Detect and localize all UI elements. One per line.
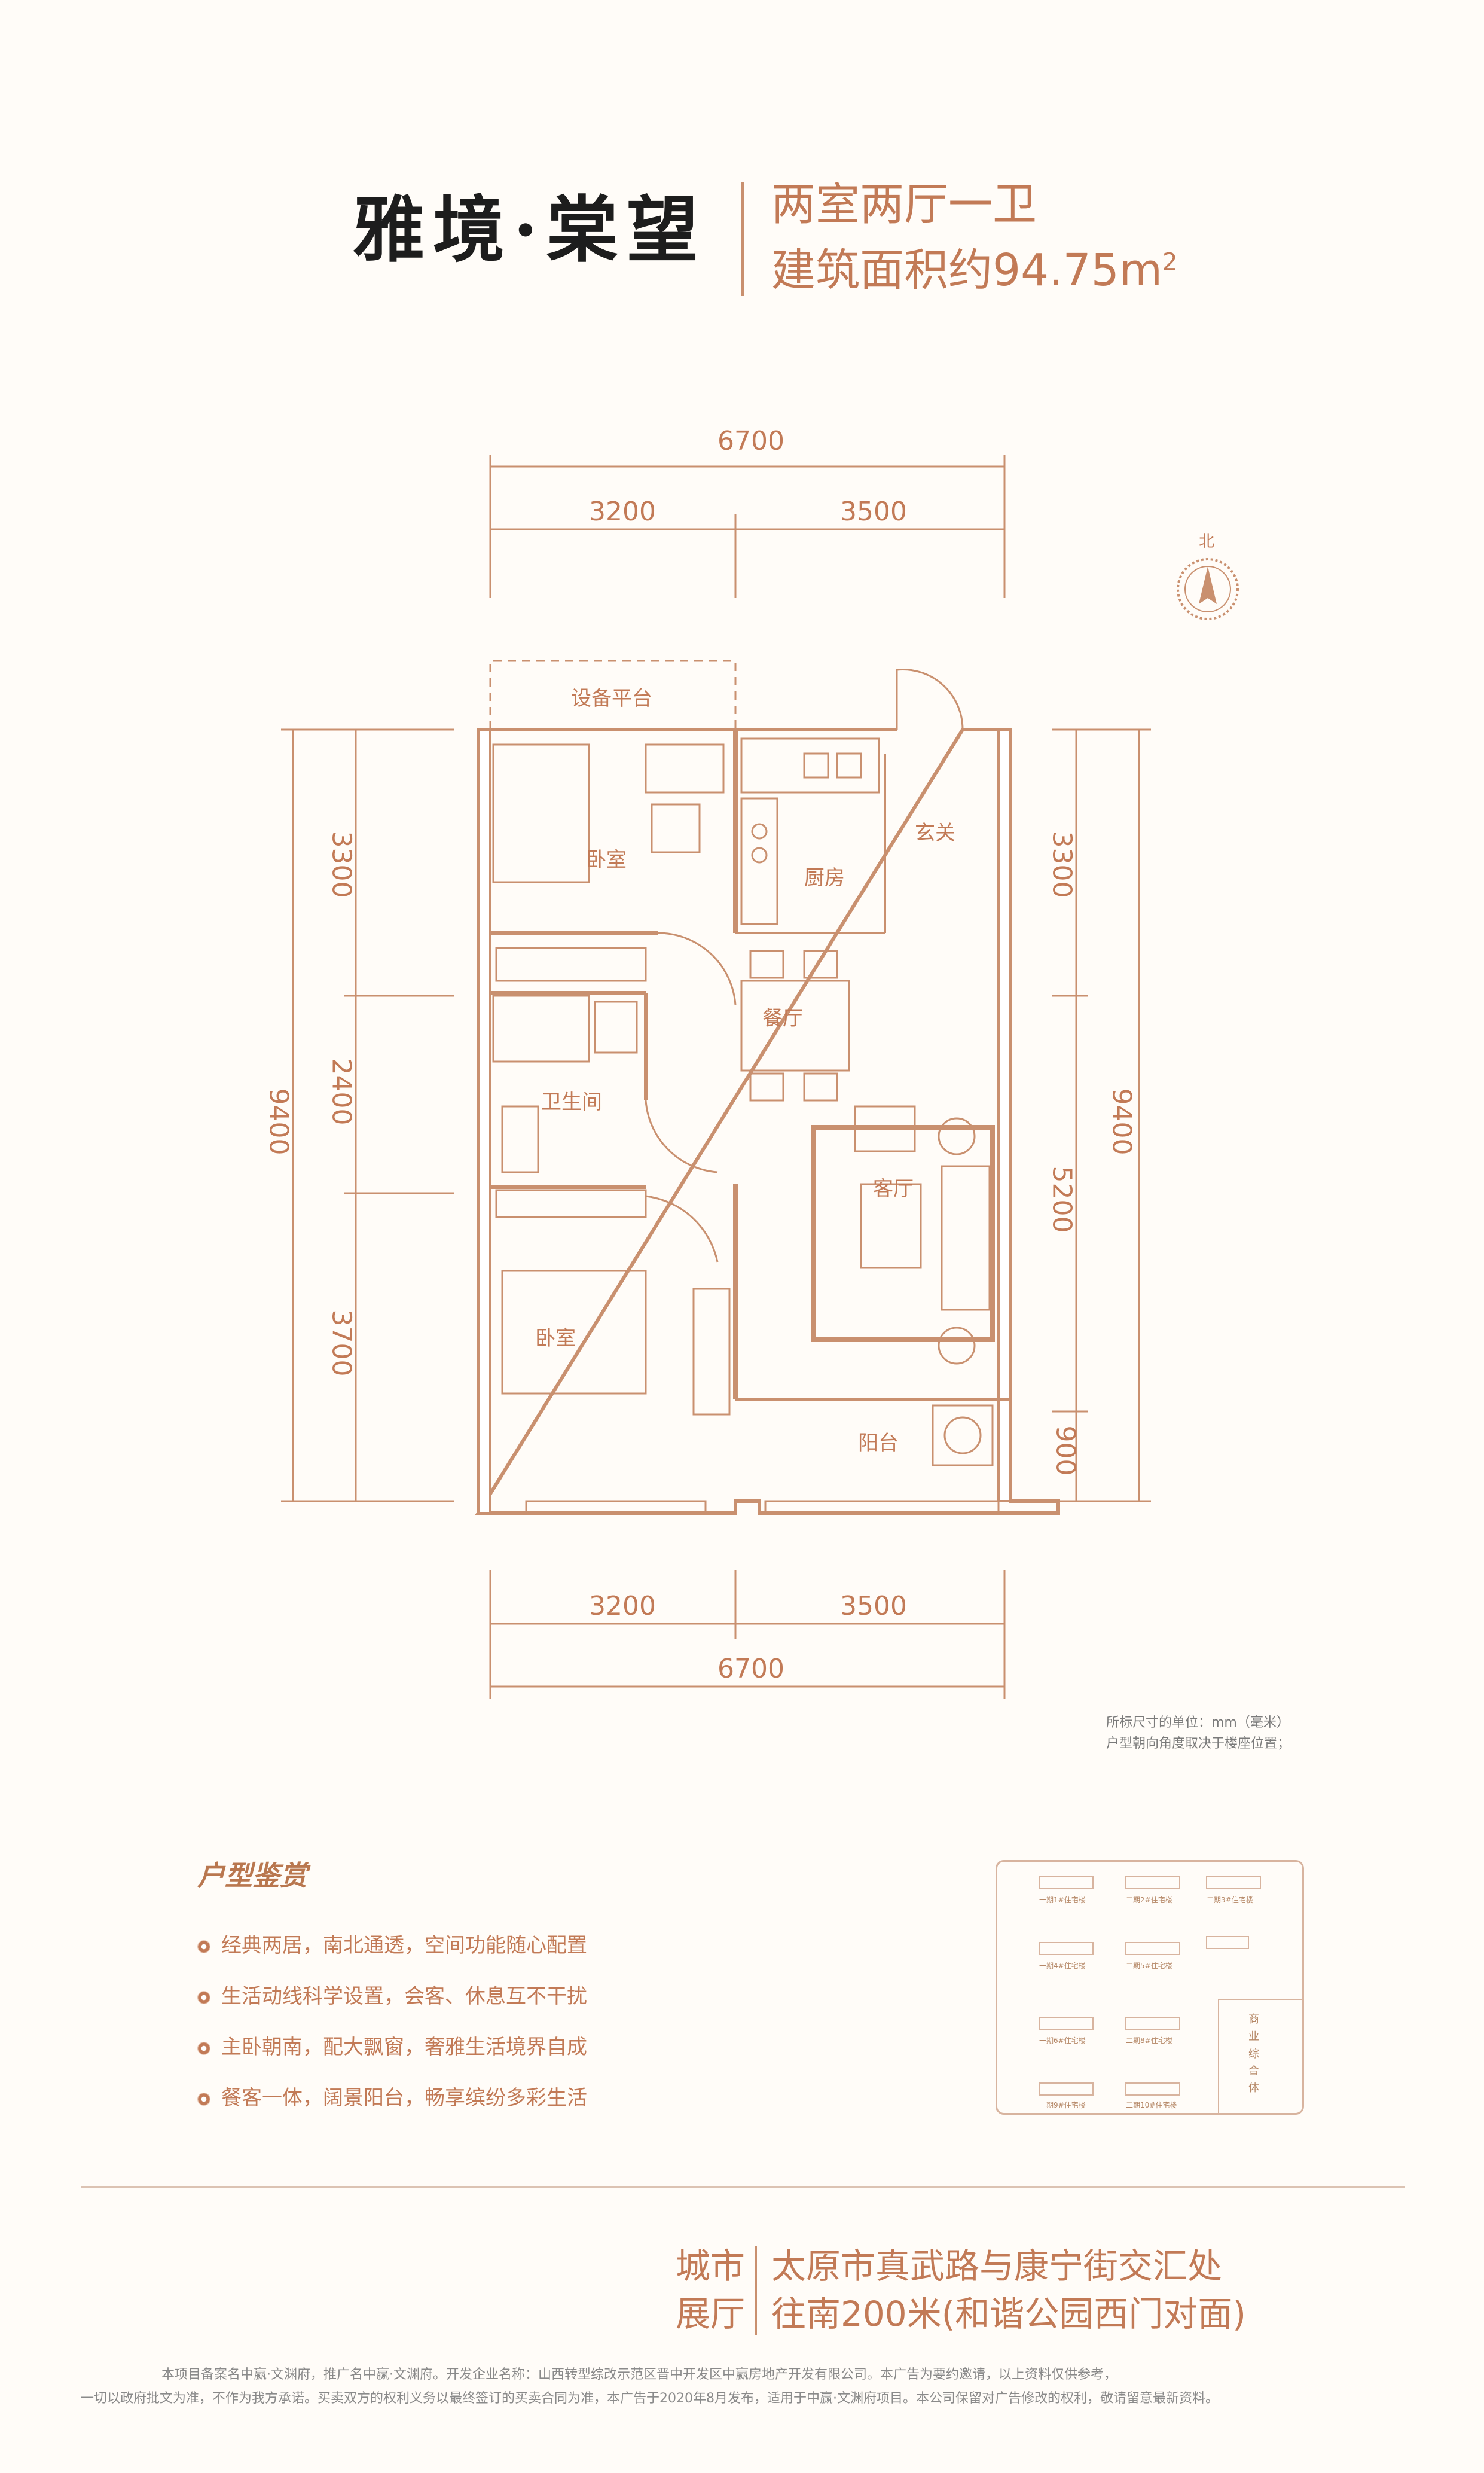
- kp-commercial-label: 商业综合体: [1248, 2013, 1259, 2095]
- feature-item: 经典两居，南北通透，空间功能随心配置: [197, 1929, 587, 1958]
- kp-building-label: 二期10#住宅楼: [1126, 2101, 1177, 2109]
- dim-top-left: 3200: [589, 496, 656, 527]
- kp-building-label: 一期6#住宅楼: [1039, 2036, 1086, 2045]
- exhibit-divider: [755, 2246, 757, 2335]
- dim-right-seg1: 3300: [1046, 831, 1077, 898]
- room-living: 客厅: [873, 1177, 914, 1201]
- room-equipment-platform: 设备平台: [571, 687, 652, 711]
- kp-building-label: 一期1#住宅楼: [1039, 1896, 1086, 1904]
- bed-south: [501, 1270, 647, 1395]
- dim-bottom-left: 3200: [589, 1591, 656, 1621]
- dim-top-total: 6700: [717, 426, 784, 456]
- title-divider: [741, 182, 744, 296]
- room-balcony: 阳台: [858, 1431, 899, 1455]
- bullet-icon: [197, 2092, 210, 2106]
- bottom-divider: [81, 2186, 1405, 2188]
- disclaimer-line-2: 一切以政府批文为准，不作为我方承诺。买卖双方的权利义务以最终签订的买卖合同为准，…: [81, 2391, 1219, 2406]
- room-kitchen: 厨房: [804, 866, 845, 890]
- outer-wall: [475, 728, 1060, 1515]
- logo-text: 雅境·棠望: [353, 188, 707, 272]
- exhibit-label-1: 城市: [676, 2246, 746, 2286]
- door-bathroom: [645, 1100, 718, 1173]
- door-bedroom-s: [645, 1195, 719, 1263]
- kp-building-label: 二期2#住宅楼: [1126, 1896, 1172, 1904]
- room-bathroom: 卫生间: [541, 1090, 602, 1114]
- dim-left-total: 9400: [263, 1088, 294, 1155]
- dim-bottom-right: 3500: [840, 1591, 907, 1621]
- room-bedroom-north: 卧室: [586, 848, 627, 872]
- living-carpet: [811, 1125, 995, 1342]
- dim-bottom-total: 6700: [717, 1654, 784, 1684]
- key-plan-buildings: [1039, 1876, 1302, 2113]
- door-bedroom-n: [657, 932, 737, 1005]
- kp-building-label: 二期8#住宅楼: [1126, 2036, 1172, 2045]
- dining-table: [740, 980, 850, 1072]
- dim-right-total: 9400: [1106, 1088, 1137, 1155]
- floor-plan: [281, 455, 1239, 1699]
- room-bedroom-south: 卧室: [535, 1327, 576, 1350]
- area-unit-sup: 2: [1162, 248, 1178, 276]
- room-dining: 餐厅: [762, 1007, 803, 1030]
- dim-left-seg2: 2400: [326, 1058, 357, 1126]
- site-key-plan: 一期1#住宅楼 二期2#住宅楼 二期3#住宅楼 一期4#住宅楼 二期5#住宅楼 …: [996, 1860, 1304, 2115]
- exhibit-address-2: 往南200米(和谐公园西门对面): [771, 2294, 1246, 2334]
- project-logo: 雅境·棠望: [353, 194, 707, 266]
- unit-note: 所标尺寸的单位：mm（毫米）: [1106, 1715, 1290, 1730]
- layout-type: 两室两厅一卫: [771, 179, 1037, 230]
- dim-left-seg3: 3700: [326, 1309, 357, 1377]
- compass-label: 北: [1199, 533, 1215, 551]
- bullet-icon: [197, 1990, 210, 2004]
- kp-building-label: 一期9#住宅楼: [1039, 2101, 1086, 2109]
- equipment-platform-outline: [489, 660, 737, 730]
- compass-icon: [1177, 558, 1239, 620]
- features-title: 户型鉴赏: [197, 1859, 307, 1892]
- kp-building-label: 二期5#住宅楼: [1126, 1962, 1172, 1970]
- building-area: 建筑面积约94.75m2: [771, 248, 1177, 292]
- disclaimer-line-1: 本项目备案名中赢·文渊府，推广名中赢·文渊府。开发企业名称：山西转型综改示范区晋…: [161, 2367, 1117, 2382]
- exhibit-label-2: 展厅: [676, 2294, 746, 2334]
- dim-right-seg2: 5200: [1046, 1166, 1077, 1233]
- room-entrance: 玄关: [915, 821, 955, 845]
- dim-left-seg1: 3300: [326, 831, 357, 898]
- feature-item: 主卧朝南，配大飘窗，奢雅生活境界自成: [197, 2030, 587, 2060]
- dim-right-seg3: 900: [1050, 1425, 1081, 1476]
- bullet-icon: [197, 2041, 210, 2055]
- dim-top-right: 3500: [840, 496, 907, 527]
- orientation-note: 户型朝向角度取决于楼座位置；: [1106, 1736, 1291, 1751]
- feature-item: 餐客一体，阔景阳台，畅享缤纷多彩生活: [197, 2081, 587, 2111]
- area-text: 建筑面积约94.75m: [771, 245, 1162, 296]
- bed-north: [492, 743, 590, 883]
- exhibit-address-1: 太原市真武路与康宁街交汇处: [771, 2246, 1223, 2286]
- kp-building-label: 二期3#住宅楼: [1207, 1896, 1253, 1904]
- kp-building-label: 一期4#住宅楼: [1039, 1962, 1086, 1970]
- bullet-icon: [197, 1940, 210, 1953]
- door-entrance: [896, 669, 964, 730]
- feature-item: 生活动线科学设置，会客、休息互不干扰: [197, 1980, 587, 2009]
